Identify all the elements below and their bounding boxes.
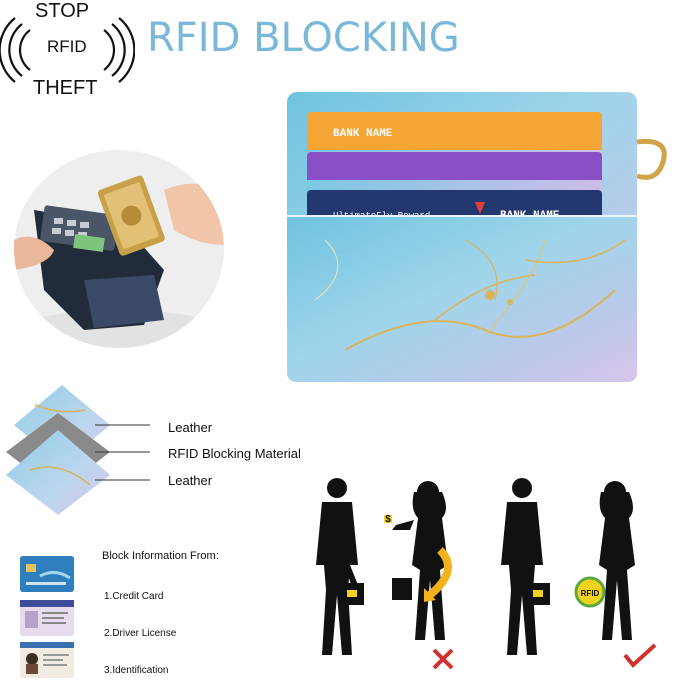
rfid-shield-icon [574,576,606,608]
identification-card-icon [20,642,74,678]
man-silhouette-left [316,478,362,655]
badge-rfid-text: RFID [47,37,87,56]
material-layers-diagram [0,380,170,520]
stop-rfid-theft-badge: STOP RFID THEFT [0,0,136,105]
rfid-theft-scene: $ RFID [300,470,679,680]
page-title: RFID BLOCKING [147,15,460,61]
wallet-image: BANK NAME UltimateFly Reward BANK NAME [285,90,675,390]
layer-label-top: Leather [168,420,213,435]
pass-check-icon [623,643,657,668]
payment-terminal-photo [14,150,224,348]
badge-theft-text: THEFT [33,77,98,99]
dollar-chip-text: $ [385,514,391,525]
block-info-heading: Block Information From: [102,550,219,562]
card1-label: BANK NAME [333,128,393,140]
man-silhouette-right [501,478,543,655]
info-item-driver-license: 2.Driver License [104,628,177,639]
signal-waves-icon [0,17,136,83]
driver-license-icon [20,600,74,636]
layer-label-bottom: Leather [168,473,213,488]
credit-card-icon [20,556,74,592]
rfid-chip-text: RFID [581,589,600,598]
layer-label-middle: RFID Blocking Material [168,446,301,461]
badge-stop-text: STOP [35,0,90,22]
woman-silhouette-right [599,481,635,640]
fail-x-icon [432,648,454,670]
woman-silhouette-left [392,481,448,640]
info-item-identification: 3.Identification [104,665,169,676]
info-item-credit-card: 1.Credit Card [104,591,164,602]
